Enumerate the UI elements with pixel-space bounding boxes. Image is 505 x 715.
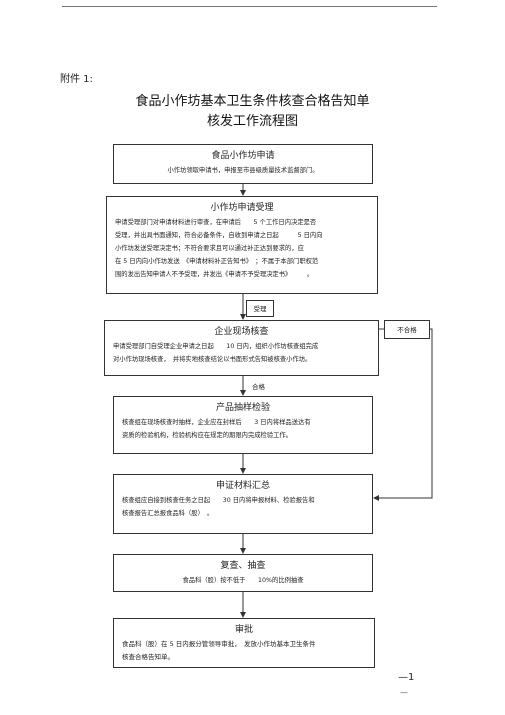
- step-heading: 复查、抽查: [220, 561, 266, 571]
- label-pass: 合格: [252, 383, 265, 391]
- step-text-line: 受理，并出具书面通知，符合必备条件，自收到申请之日起 5 日内向: [115, 232, 323, 239]
- step-text-line: 食品科（股）在 5 日内报分管领导审批， 发放小作坊基本卫生条件: [122, 640, 316, 648]
- step-heading: 审批: [234, 625, 253, 635]
- step-text-line: 围的发出告知申请人不予受理，并发出《申请不予受理决定书》 。: [115, 271, 314, 278]
- step-text-line: 资质的检验机构，检验机构应在规定的期限内完成检验工作。: [122, 432, 293, 439]
- step-heading: 食品小作坊申请: [211, 151, 275, 161]
- header-rule: [62, 6, 437, 7]
- step-text-line: 在 5 日内向小作坊发送 《申请材料补正告知书》 ；不属于本部门职权范: [115, 258, 319, 265]
- document-title: 食品小作坊基本卫生条件核查合格告知单: [135, 94, 370, 109]
- step-application-acceptance: 小作坊申请受理 申请受理部门对申请材料进行审查，在申请后 5 个工作日内决定是否…: [106, 196, 378, 294]
- step-text-line: 小作坊发送受理决定书；不符合要求且可以通过补正达到要求的，应: [115, 245, 304, 252]
- label-fail: 不合格: [384, 320, 430, 339]
- attachment-label: 附件 1:: [60, 74, 93, 85]
- step-text-line: 核查组应自接到核查任务之日起 30 日内将申报材料、检验报告和: [122, 497, 315, 504]
- step-heading: 产品抽样检验: [215, 403, 270, 413]
- step-heading: 申证材料汇总: [215, 481, 270, 491]
- step-text-line: 小作坊领取申请书，申报至市县级质量技术监督部门。: [167, 167, 319, 174]
- step-text-line: 食品科（股）按不低于 10%的比例抽查: [182, 577, 304, 584]
- label-accept: 受理: [246, 300, 274, 317]
- arrow-fail-bypass: [373, 328, 433, 501]
- step-heading: 企业现场核查: [214, 327, 269, 337]
- step-text-line: 核查合格告知单。: [122, 653, 174, 661]
- step-workshop-application: 食品小作坊申请 小作坊领取申请书，申报至市县级质量技术监督部门。: [113, 144, 373, 184]
- step-product-sampling: 产品抽样检验 核查组在现场核查时抽样，企业应在封样后 3 日内将样品送达有 资质…: [113, 396, 373, 454]
- step-review-spotcheck: 复查、抽查 食品科（股）按不低于 10%的比例抽查: [113, 554, 373, 592]
- step-approval: 审批 食品科（股）在 5 日内报分管领导审批， 发放小作坊基本卫生条件 核查合格…: [113, 618, 375, 668]
- step-text-line: 申请受理部门对申请材料进行审查，在申请后 5 个工作日内决定是否: [115, 219, 317, 226]
- document-subtitle: 核发工作流程图: [206, 114, 298, 129]
- step-onsite-inspection: 企业现场核查 申请受理部门自受理企业申请之日起 10 日内，组织小作坊核查组完成…: [104, 320, 379, 376]
- page-number: —1: [398, 672, 415, 683]
- page-dash: —: [400, 688, 408, 697]
- step-text-line: 核查报告汇总报食品科（股） 。: [122, 510, 214, 517]
- step-heading: 小作坊申请受理: [210, 203, 274, 213]
- step-text-line: 核查组在现场核查时抽样，企业应在封样后 3 日内将样品送达有: [122, 419, 311, 426]
- step-text-line: 对小作坊现场核查， 并将实地核查结论以书面形式告知被核查小作坊。: [113, 356, 312, 363]
- step-text-line: 申请受理部门自受理企业申请之日起 10 日内，组织小作坊核查组完成: [113, 343, 319, 350]
- step-material-summary: 申证材料汇总 核查组应自接到核查任务之日起 30 日内将申报材料、检验报告和 核…: [113, 474, 373, 534]
